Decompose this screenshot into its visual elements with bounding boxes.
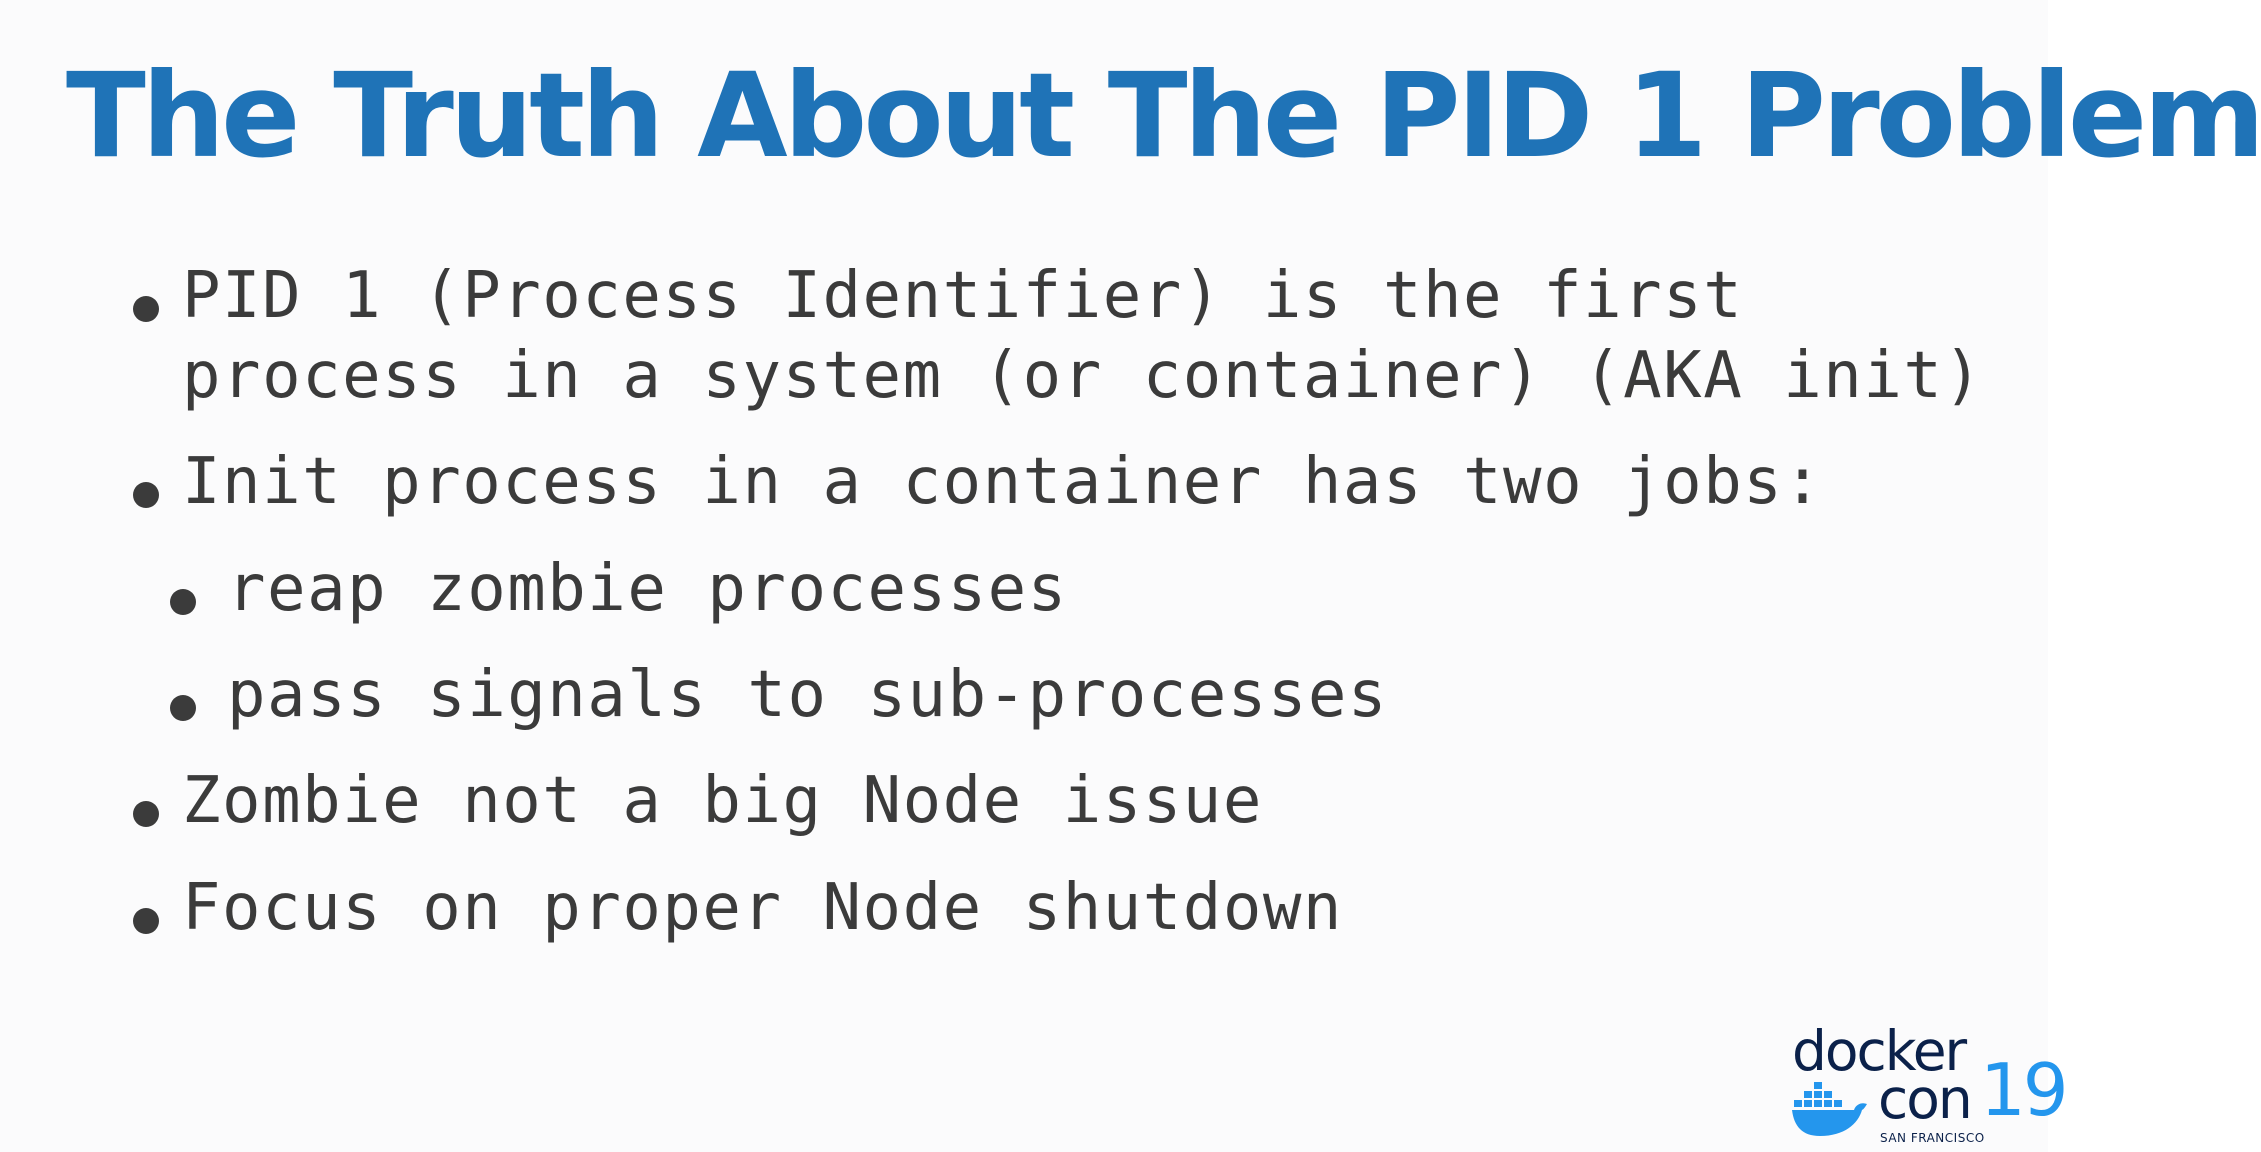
bullet-item: Zombie not a big Node issue	[133, 761, 1263, 841]
dockercon-logo: docker con 19 SAN FRANCISCO	[1792, 1019, 2069, 1149]
bullet-dot-icon	[170, 589, 196, 615]
bullet-dot-icon	[133, 908, 159, 934]
logo-city: SAN FRANCISCO	[1880, 1131, 1985, 1145]
bullet-text: PID 1 (Process Identifier) is the first	[182, 259, 1744, 333]
bullet-text: Focus on proper Node shutdown	[182, 871, 1343, 945]
bullet-item: Focus on proper Node shutdown	[133, 868, 1343, 948]
sub-bullet-item: pass signals to sub-processes	[170, 655, 1388, 735]
bullet-list: PID 1 (Process Identifier) is the first …	[133, 256, 1984, 948]
bullet-dot-icon	[133, 482, 159, 508]
docker-whale-icon	[1792, 1082, 1867, 1136]
bullet-text: Init process in a container has two jobs…	[182, 445, 1824, 519]
bullet-text: reap zombie processes	[227, 552, 1068, 626]
bullet-text: process in a system (or container) (AKA …	[182, 339, 1984, 413]
logo-year: 19	[1980, 1048, 2069, 1132]
bullet-item: PID 1 (Process Identifier) is the first …	[133, 256, 1984, 416]
slide-title: The Truth About The PID 1 Problem	[66, 47, 2261, 184]
sub-bullet-item: reap zombie processes	[170, 549, 1068, 629]
bullet-item: Init process in a container has two jobs…	[133, 442, 1824, 522]
bullet-dot-icon	[133, 801, 159, 827]
bullet-dot-icon	[170, 695, 196, 721]
logo-word-docker: docker	[1792, 1019, 1967, 1083]
bullet-text: Zombie not a big Node issue	[182, 764, 1263, 838]
logo-word-con: con	[1878, 1067, 1973, 1131]
bullet-text: pass signals to sub-processes	[227, 658, 1388, 732]
bullet-dot-icon	[133, 296, 159, 322]
slide: The Truth About The PID 1 Problem PID 1 …	[66, 51, 2261, 1149]
